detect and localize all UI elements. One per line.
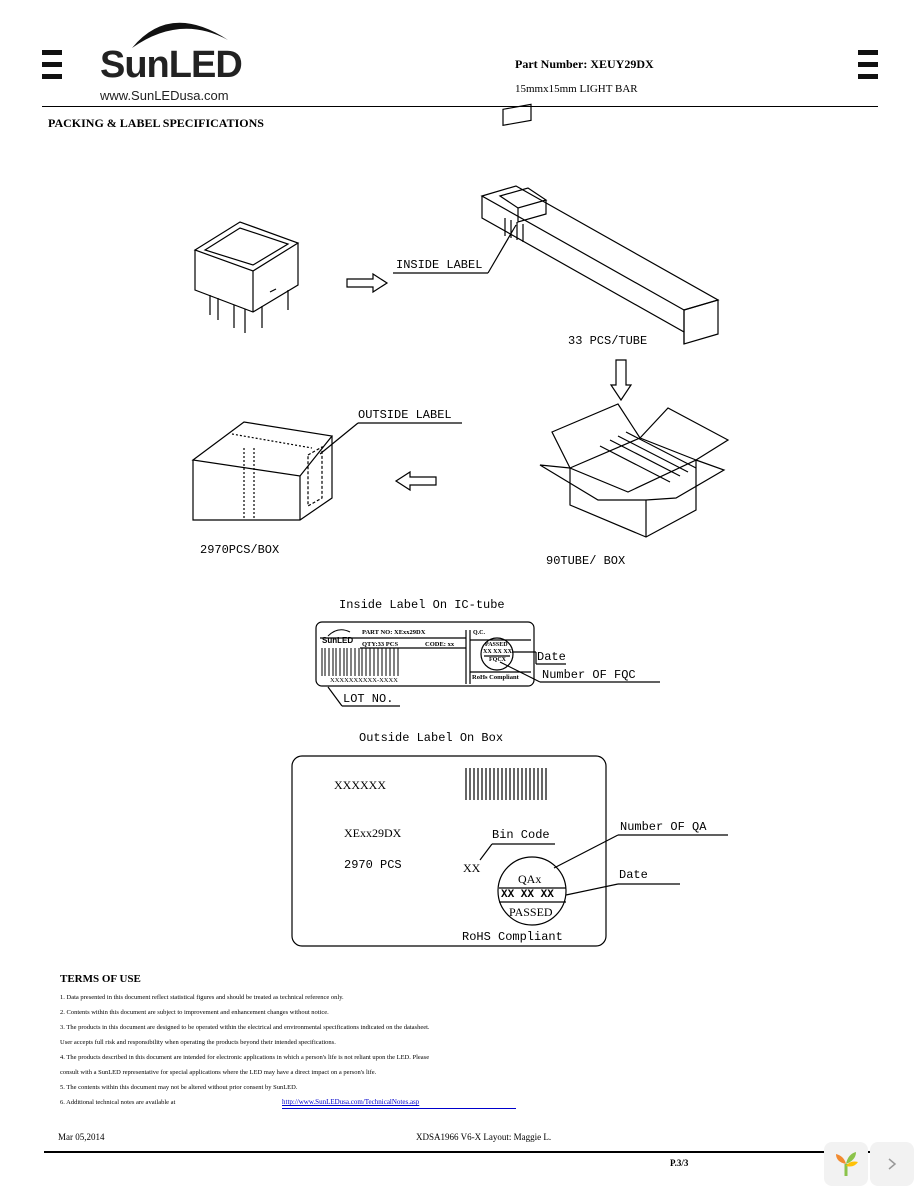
tube-drawing bbox=[480, 103, 720, 345]
header-rule bbox=[42, 106, 878, 107]
inside-label-fqc: FQCX bbox=[489, 657, 506, 663]
inside-label-title: Inside Label On IC-tube bbox=[339, 598, 505, 612]
terms-item: 3. The products in this document are des… bbox=[60, 1024, 430, 1031]
inside-label-rohs: RoHs Compliant bbox=[472, 674, 519, 681]
link-underline bbox=[282, 1108, 516, 1109]
footer-rule bbox=[44, 1151, 878, 1153]
outside-label-rohs: RoHS Compliant bbox=[462, 930, 563, 944]
outside-label-qa: QAx bbox=[518, 872, 542, 886]
inside-label-frame bbox=[315, 621, 535, 687]
logo-brand: SunLED bbox=[100, 44, 243, 86]
terms-item: 1. Data presented in this document refle… bbox=[60, 994, 344, 1001]
part-number: Part Number: XEUY29DX bbox=[515, 57, 654, 71]
terms-item: 2. Contents within this document are sub… bbox=[60, 1009, 329, 1016]
footer-date: Mar 05,2014 bbox=[58, 1132, 105, 1142]
closed-box-drawing bbox=[191, 421, 334, 521]
inside-label-qty: QTY:33 PCS bbox=[362, 641, 399, 648]
box-quantity: 2970PCS/BOX bbox=[200, 543, 280, 557]
viewer-logo-button[interactable] bbox=[824, 1142, 868, 1186]
product-description: 15mmx15mm LIGHT BAR bbox=[515, 83, 638, 95]
outside-label-passed: PASSED bbox=[509, 905, 553, 919]
inside-label-callout: INSIDE LABEL bbox=[396, 258, 483, 272]
outside-label-bin-value: XX bbox=[463, 861, 481, 875]
inside-label-lot: XXXXXXXXXX-XXXX bbox=[330, 677, 398, 684]
outside-label-callout: OUTSIDE LABEL bbox=[358, 408, 452, 422]
inside-label-barcode bbox=[321, 648, 399, 676]
callout-fqc: Number OF FQC bbox=[542, 668, 636, 682]
chevron-right-icon bbox=[888, 1158, 897, 1170]
terms-title: TERMS OF USE bbox=[60, 973, 141, 985]
logo-url: www.SunLEDusa.com bbox=[100, 88, 229, 103]
next-page-button[interactable] bbox=[870, 1142, 914, 1186]
terms-item: User accepts full risk and responsibilit… bbox=[60, 1039, 336, 1046]
arrow-right bbox=[346, 272, 389, 294]
inside-label-date-code: XX XX XX bbox=[483, 649, 512, 655]
inside-label-rule bbox=[320, 630, 467, 684]
technical-notes-link[interactable]: http://www.SunLEDusa.com/TechnicalNotes.… bbox=[282, 1098, 420, 1106]
callout-number-qa: Number OF QA bbox=[620, 820, 707, 834]
outside-label-code: XXXXXX bbox=[334, 778, 386, 792]
terms-item: 5. The contents within this document may… bbox=[60, 1084, 298, 1091]
inside-label-passed: PASSED bbox=[485, 642, 508, 648]
terms-list: 1. Data presented in this document refle… bbox=[60, 990, 430, 1110]
terms-item: 4. The products described in this docume… bbox=[60, 1054, 430, 1061]
header-bars-left bbox=[42, 50, 62, 86]
page-number: P.3/3 bbox=[670, 1158, 689, 1168]
outside-label-part: XExx29DX bbox=[344, 826, 402, 840]
led-component-drawing bbox=[193, 221, 300, 333]
outside-label-frame bbox=[291, 755, 607, 947]
arrow-down bbox=[609, 359, 633, 402]
logo-arc bbox=[132, 22, 228, 48]
inside-label-code: CODE: xx bbox=[425, 641, 455, 648]
leaf-icon bbox=[836, 1152, 858, 1176]
terms-item: 6. Additional technical notes are availa… bbox=[60, 1099, 176, 1106]
header-bars-right bbox=[858, 50, 878, 86]
footer-doc-info: XDSA1966 V6-X Layout: Maggie L. bbox=[416, 1132, 552, 1142]
section-title: PACKING & LABEL SPECIFICATIONS bbox=[48, 116, 264, 130]
inside-label-part: PART NO: XExx29DX bbox=[362, 629, 426, 636]
inside-label-brand: SunLED bbox=[322, 636, 354, 645]
callout-date: Date bbox=[537, 650, 566, 664]
outside-label-date-code: XX XX XX bbox=[501, 889, 554, 901]
outside-label-title: Outside Label On Box bbox=[359, 731, 504, 745]
terms-item: consult with a SunLED representative for… bbox=[60, 1069, 377, 1076]
outside-label-barcode bbox=[465, 768, 547, 800]
tubes-per-box: 90TUBE/ BOX bbox=[546, 554, 626, 568]
inside-label-qc: Q.C. bbox=[473, 630, 485, 636]
callout-lot: LOT NO. bbox=[343, 692, 394, 706]
open-box-drawing bbox=[539, 403, 730, 538]
arrow-left bbox=[394, 470, 437, 492]
mini-logo-arc bbox=[327, 629, 351, 637]
outside-label-qty: 2970 PCS bbox=[344, 858, 402, 872]
outside-label-bin-label: Bin Code bbox=[492, 828, 550, 842]
tube-quantity: 33 PCS/TUBE bbox=[568, 334, 648, 348]
callout-outside-date: Date bbox=[619, 868, 648, 882]
